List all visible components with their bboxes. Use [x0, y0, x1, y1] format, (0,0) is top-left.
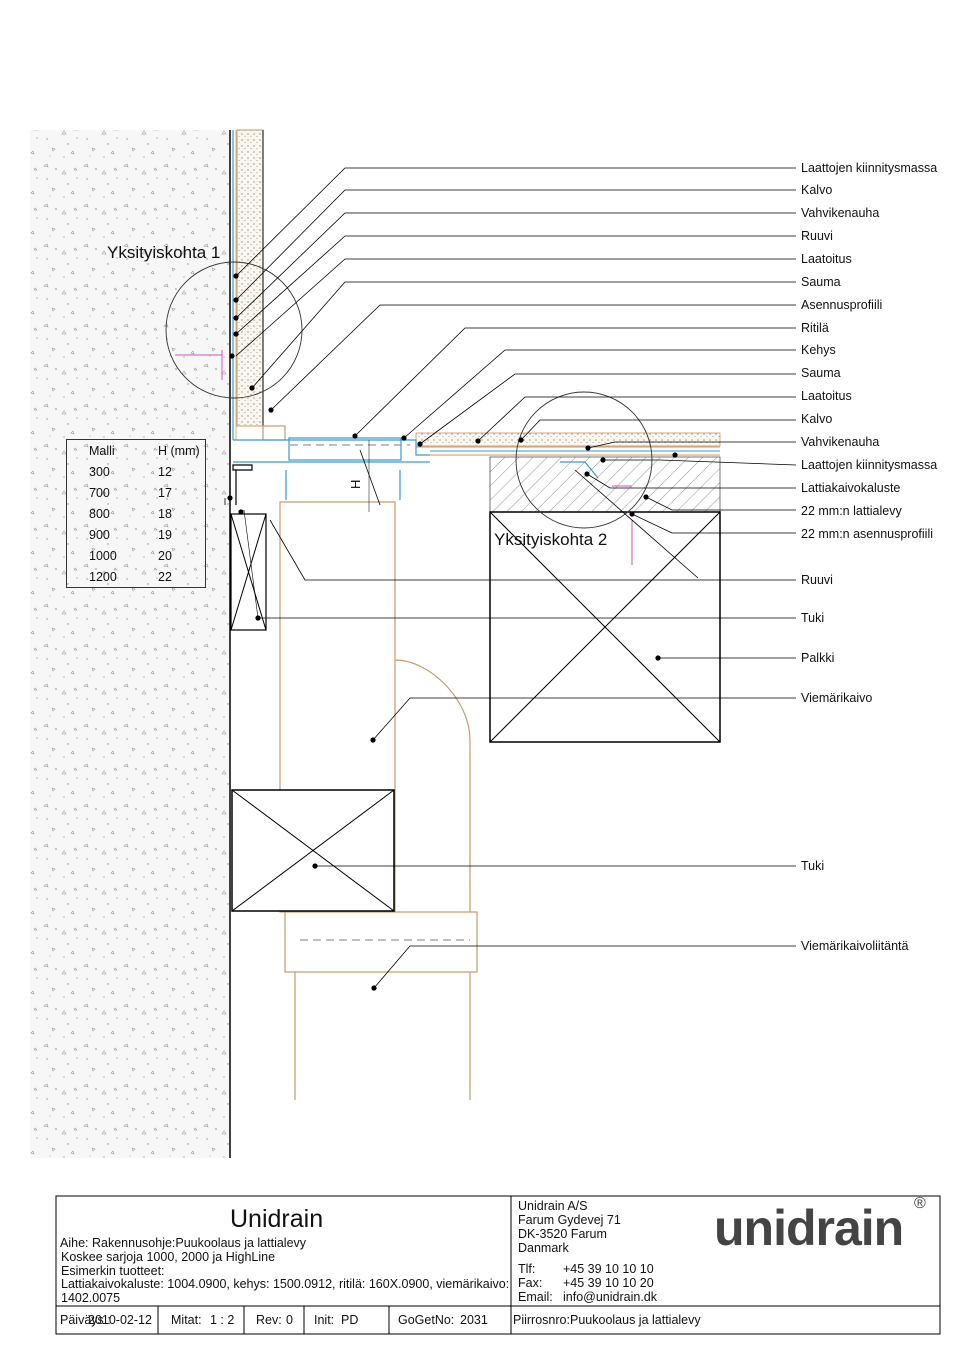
h-table-header-cell: Malli [89, 443, 115, 458]
h-table: Malli H (mm) 300 12 700 17 800 18 900 19 100… [66, 439, 206, 588]
leader-dots [227, 273, 678, 991]
label-sauma-2: Sauma [801, 366, 841, 380]
label-kalvo-2: Kalvo [801, 412, 833, 426]
table-cell: 800 [89, 506, 110, 521]
floor-layers [415, 432, 721, 513]
subject-line-3: Esimerkin tuotteet: [61, 1264, 165, 1278]
label-tuki-1: Tuki [801, 611, 825, 625]
table-row: 700 17 [67, 482, 206, 503]
label-ritila: Ritilä [801, 321, 829, 335]
phone-value: +45 39 10 10 10 [563, 1262, 654, 1276]
label-viemarikaivo: Viemärikaivo [801, 691, 873, 705]
scale-value: 1 : 2 [210, 1313, 235, 1327]
init-value: PD [341, 1313, 359, 1327]
label-laatoitus-1: Laatoitus [801, 252, 852, 266]
address-country: Danmark [518, 1241, 569, 1255]
table-row: 300 12 [67, 461, 206, 482]
fax-label: Fax: [518, 1276, 543, 1290]
registered-mark: ® [914, 1195, 926, 1212]
table-cell: 17 [158, 485, 172, 500]
label-kehys: Kehys [801, 343, 836, 357]
email-label: Email: [518, 1290, 553, 1304]
detail-2-label: Yksityiskohta 2 [494, 530, 608, 549]
table-cell: 1000 [89, 548, 117, 563]
table-cell: 12 [158, 464, 172, 479]
subject-line-4: Lattiakaivokaluste: 1004.0900, kehys: 15… [61, 1277, 510, 1291]
label-viemarikaivoliitanta: Viemärikaivoliitäntä [801, 939, 909, 953]
table-cell: 300 [89, 464, 110, 479]
label-laattojen-kiinnitysmassa-2: Laattojen kiinnitysmassa [801, 458, 938, 472]
subject-line-5: 1402.0075 [61, 1291, 121, 1305]
label-ruuvi-2: Ruuvi [801, 573, 833, 587]
h-table-header: Malli H (mm) [67, 440, 206, 462]
subject-line-2: Koskee sarjoja 1000, 2000 ja HighLine [61, 1250, 276, 1264]
label-laatoitus-2: Laatoitus [801, 389, 852, 403]
unidrain-logo: unidrain [714, 1200, 904, 1256]
rev-value: 0 [286, 1313, 293, 1327]
company-title: Unidrain [230, 1205, 324, 1233]
concrete-wall [30, 130, 230, 1158]
address-city: DK-3520 Farum [518, 1227, 607, 1241]
address-company: Unidrain A/S [518, 1199, 588, 1213]
aihe-label: Aihe: [60, 1236, 89, 1250]
table-cell: 19 [158, 527, 172, 542]
detail-1-circle [165, 261, 303, 399]
gogetno-value: 2031 [460, 1313, 488, 1327]
dimension-h: H [348, 480, 363, 489]
leader-lines [224, 167, 797, 989]
label-sauma-1: Sauma [801, 275, 841, 289]
label-kalvo-1: Kalvo [801, 183, 833, 197]
address-street: Farum Gydevej 71 [518, 1213, 621, 1227]
title-block-frame [55, 1195, 941, 1335]
table-cell: 20 [158, 548, 172, 563]
table-cell: 700 [89, 485, 110, 500]
gogetno-label: GoGetNo: [398, 1313, 455, 1327]
table-row: 1200 22 [67, 566, 206, 588]
wall-tile-layers [232, 129, 264, 440]
table-row: 900 19 [67, 524, 206, 545]
init-label: Init: [314, 1313, 335, 1327]
rev-label: Rev: [256, 1313, 282, 1327]
label-palkki: Palkki [801, 651, 835, 665]
label-laattojen-kiinnitysmassa-1: Laattojen kiinnitysmassa [801, 161, 938, 175]
label-asennusprofiili: Asennusprofiili [801, 298, 883, 312]
piirrosnro-value: Puukoolaus ja lattialevy [570, 1313, 701, 1327]
aihe-value: Rakennusohje:Puukoolaus ja lattialevy [92, 1236, 307, 1250]
phone-label: Tlf: [518, 1262, 536, 1276]
drain-frame [232, 425, 599, 505]
label-vahvikenauha-1: Vahvikenauha [801, 206, 880, 220]
piirrosnro-label: Piirrosnro: [513, 1313, 570, 1327]
label-lattiakaivokaluste: Lattiakaivokaluste [801, 481, 901, 495]
scale-label: Mitat: [171, 1313, 202, 1327]
date-value: 2010-02-12 [88, 1313, 152, 1327]
table-row: 1000 20 [67, 545, 206, 566]
h-table-header-cell: H (mm) [158, 443, 200, 458]
table-row: 800 18 [67, 503, 206, 524]
table-cell: 900 [89, 527, 110, 542]
table-cell: 18 [158, 506, 172, 521]
label-ruuvi-1: Ruuvi [801, 229, 833, 243]
date-label: Päiväys : [60, 1313, 111, 1327]
label-vahvikenauha-2: Vahvikenauha [801, 435, 880, 449]
label-asennusprofiili-22: 22 mm:n asennusprofiili [801, 527, 934, 541]
detail-1-label: Yksityiskohta 1 [107, 243, 221, 262]
fax-value: +45 39 10 10 20 [563, 1276, 654, 1290]
table-cell: 22 [158, 569, 172, 584]
email-value: info@unidrain.dk [563, 1290, 657, 1304]
table-cell: 1200 [89, 569, 117, 584]
label-lattialevy: 22 mm:n lattialevy [801, 504, 902, 518]
label-tuki-2: Tuki [801, 859, 825, 873]
